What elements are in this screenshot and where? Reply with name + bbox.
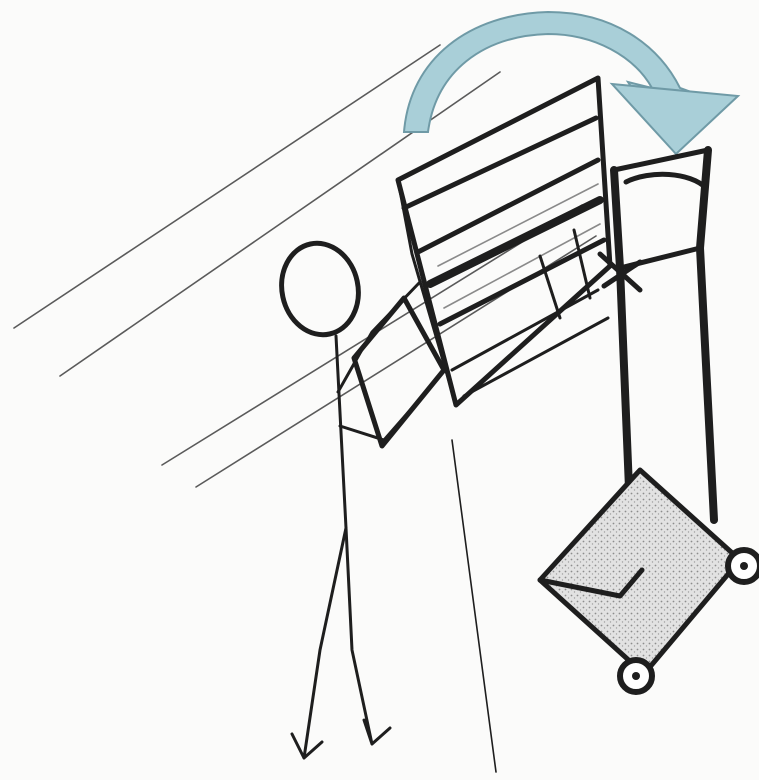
leader-line <box>452 440 496 772</box>
hand-truck-rail <box>700 150 714 520</box>
figure-head <box>273 236 366 342</box>
shelf-unit <box>398 78 610 405</box>
figure-torso <box>336 336 346 528</box>
hand-truck-wheel-hub <box>740 562 748 570</box>
motion-lines <box>14 45 596 487</box>
figure-leg-right <box>346 528 390 744</box>
shelf-board <box>452 290 598 370</box>
figure-arm-upper <box>338 282 420 392</box>
motion-line <box>14 45 440 328</box>
curved-arrow-icon <box>404 12 738 154</box>
shelf-board <box>430 200 600 284</box>
shelf-board <box>418 160 598 252</box>
hand-truck-wheel-hub <box>632 672 640 680</box>
hand-truck-crossbar <box>614 150 708 268</box>
rotation-arrow-head <box>612 84 738 154</box>
stick-figure <box>273 236 444 758</box>
figure-leg-left <box>292 528 346 758</box>
